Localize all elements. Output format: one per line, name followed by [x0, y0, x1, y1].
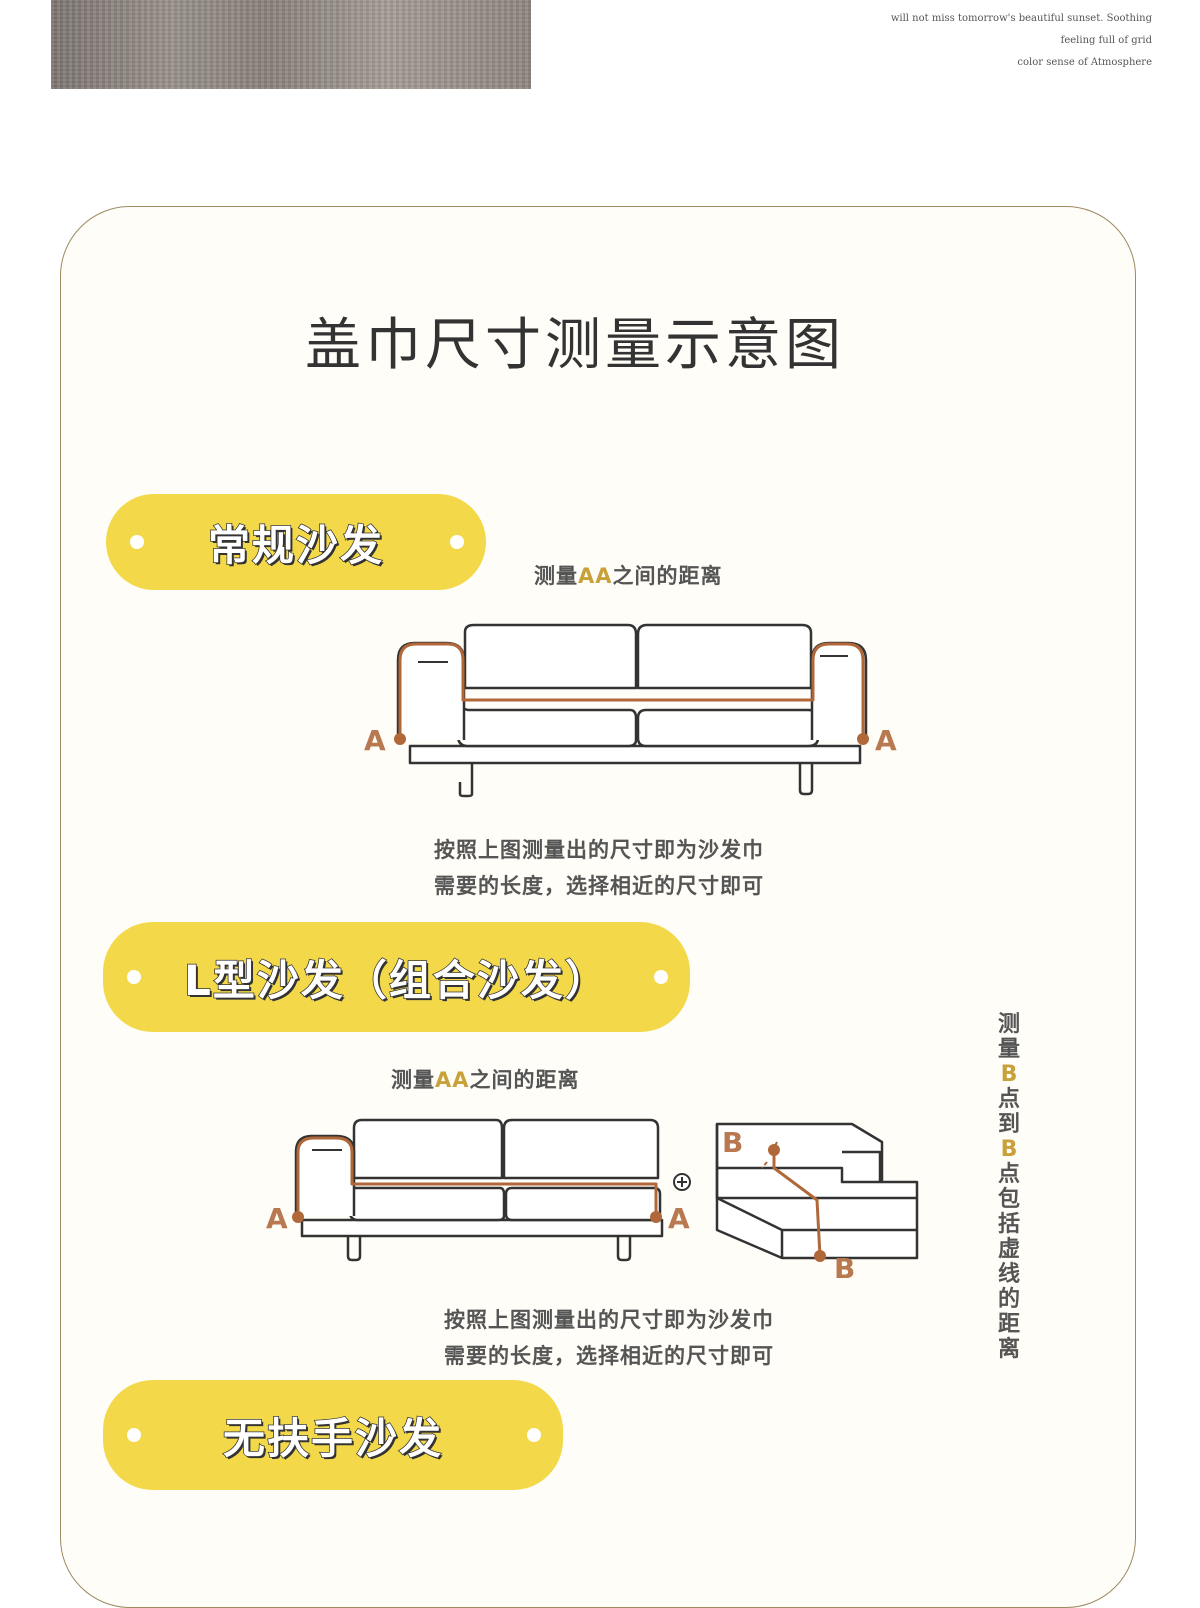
l-shaped-sofa-diagram: A A B B [266, 1118, 919, 1285]
slogan-line: will not miss tomorrow's beautiful sunse… [890, 13, 1152, 24]
side-note-text: 点到 [997, 1087, 1020, 1137]
measure-note: 按照上图测量出的尺寸即为沙发巾 需要的长度，选择相近的尺寸即可 [434, 832, 764, 904]
section-label-regular-sofa: 常规沙发 [106, 494, 486, 590]
side-note-text: 点包括虚线的距离 [997, 1162, 1020, 1362]
point-a-marker [650, 1211, 662, 1223]
point-b-marker [814, 1250, 826, 1262]
fabric-swatch-image [51, 0, 531, 89]
point-b-marker [768, 1144, 780, 1156]
regular-sofa-diagram: A A [364, 623, 897, 798]
slogan-text: will not miss tomorrow's beautiful sunse… [732, 8, 1152, 74]
caption-text: 测量 [391, 1068, 435, 1092]
pill-dot [527, 1428, 541, 1442]
note-line: 按照上图测量出的尺寸即为沙发巾 [444, 1308, 774, 1332]
point-a-marker [292, 1211, 304, 1223]
note-line: 需要的长度，选择相近的尺寸即可 [434, 874, 764, 898]
measure-note: 按照上图测量出的尺寸即为沙发巾 需要的长度，选择相近的尺寸即可 [444, 1302, 774, 1374]
note-line: 需要的长度，选择相近的尺寸即可 [444, 1344, 774, 1368]
pill-dot [450, 535, 464, 549]
point-b-label: B [834, 1252, 855, 1285]
note-line: 按照上图测量出的尺寸即为沙发巾 [434, 838, 764, 862]
point-a-marker [857, 733, 869, 745]
point-a-marker [394, 733, 406, 745]
section-label-text: 无扶手沙发 [222, 1413, 443, 1464]
side-note-text: 测量 [997, 1012, 1020, 1062]
measurement-guide-card [60, 206, 1136, 1608]
measure-caption: 测量AA之间的距离 [534, 560, 723, 590]
pill-dot [127, 1428, 141, 1442]
side-note-highlight: B [1000, 1062, 1018, 1087]
point-b-label: B [722, 1126, 743, 1159]
pill-dot [127, 970, 141, 984]
pill-dot [654, 970, 668, 984]
page-title: 盖巾尺寸测量示意图 [305, 313, 845, 378]
pill-dot [130, 535, 144, 549]
section-label-text: 常规沙发 [207, 520, 384, 571]
slogan-line: feeling full of grid [1060, 35, 1152, 46]
point-a-label: A [668, 1202, 690, 1235]
caption-text: 之间的距离 [612, 564, 723, 588]
point-a-label: A [875, 724, 897, 757]
section-label-armless-sofa: 无扶手沙发 [103, 1380, 563, 1490]
caption-highlight: AA [578, 564, 613, 588]
slogan-line: color sense of Atmosphere [1017, 57, 1152, 68]
section-label-l-shaped-sofa: L型沙发（组合沙发） [103, 922, 690, 1032]
caption-highlight: AA [435, 1068, 470, 1092]
caption-text: 测量 [534, 564, 578, 588]
vertical-side-note: 测量B点到B点包括虚线的距离 [994, 1012, 1024, 1362]
side-note-highlight: B [1000, 1137, 1018, 1162]
measure-caption: 测量AA之间的距离 [391, 1064, 580, 1094]
point-a-label: A [266, 1202, 288, 1235]
point-a-label: A [364, 724, 386, 757]
section-label-text: L型沙发（组合沙发） [183, 955, 609, 1006]
caption-text: 之间的距离 [469, 1068, 580, 1092]
